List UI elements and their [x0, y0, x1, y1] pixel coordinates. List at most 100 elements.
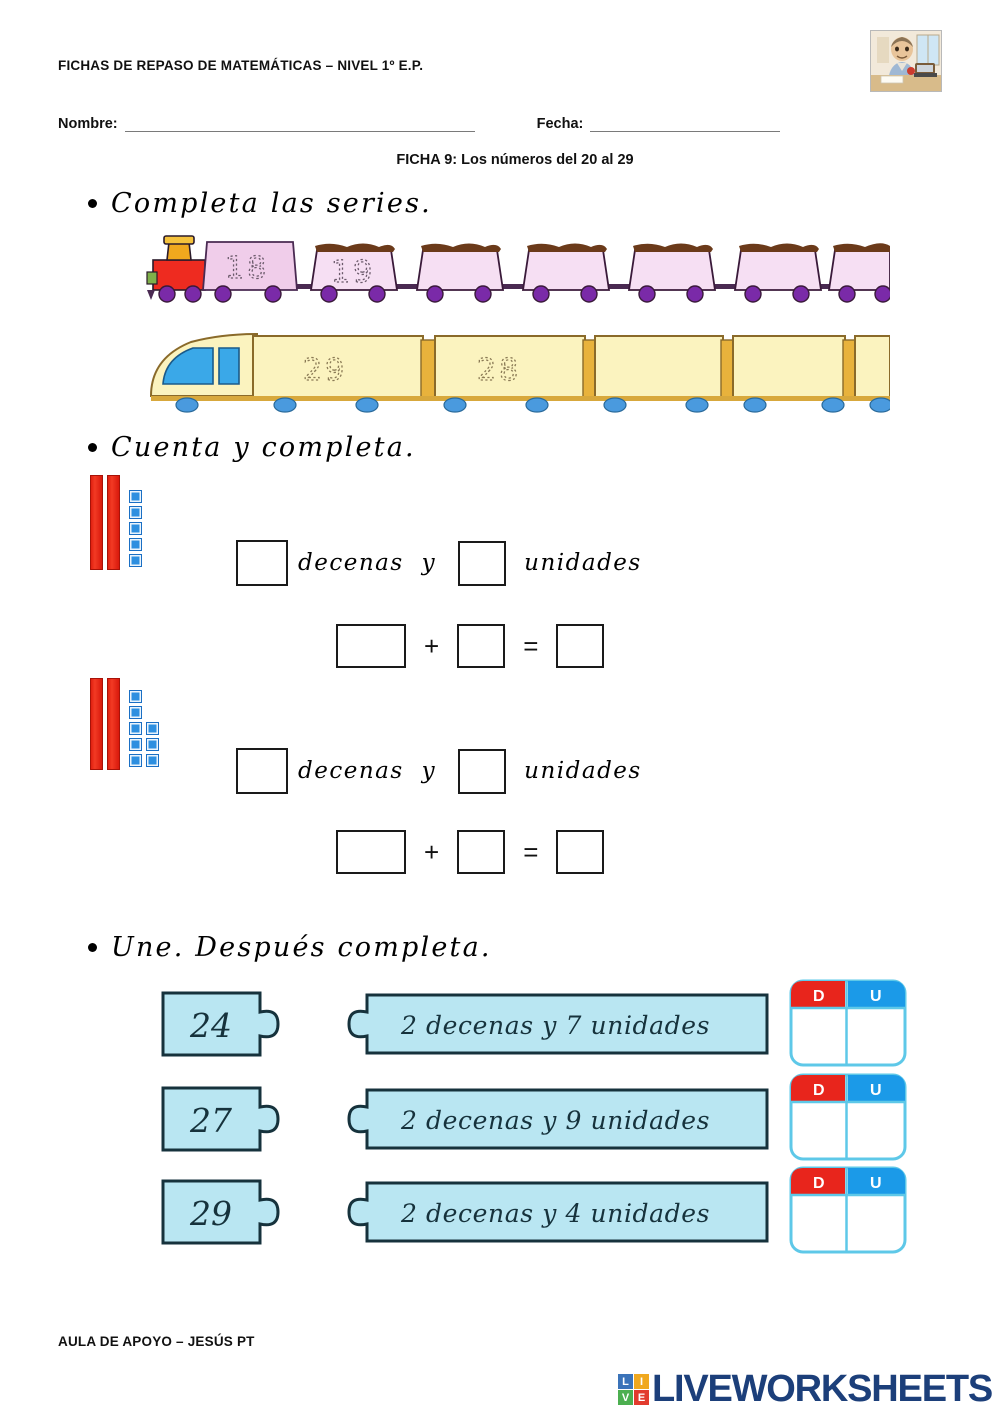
svg-text:28: 28: [477, 353, 521, 388]
u-header-2: U: [870, 1082, 882, 1099]
unit-cube: [129, 738, 143, 751]
and-label-1: y: [421, 550, 437, 576]
bullet-icon: [88, 443, 97, 452]
teacher-desk-thumbnail: [870, 30, 942, 92]
puzzle-number-piece-2[interactable]: 27: [160, 1085, 285, 1153]
header-title: FICHAS DE REPASO DE MATEMÁTICAS – NIVEL …: [58, 58, 424, 73]
bullet-icon: [88, 199, 97, 208]
liveworksheets-logo[interactable]: L I V E LIVEWORKSHEETS: [617, 1368, 993, 1411]
unit-cube: [129, 490, 143, 503]
puzzle-phrase-3-text: 2 decenas y 4 unidades: [400, 1199, 710, 1228]
decenas-label-1: decenas: [298, 550, 404, 576]
unit-cube: [129, 690, 143, 703]
instruction-2: Cuenta y completa.: [88, 432, 416, 463]
decenas-unidades-row-2: decenas y unidades: [236, 748, 642, 794]
unidades-label-2: unidades: [524, 758, 642, 784]
units-answer-box-1[interactable]: [458, 540, 507, 586]
svg-text:29: 29: [303, 353, 347, 388]
svg-text:18: 18: [225, 251, 269, 286]
name-label: Nombre:: [58, 116, 118, 132]
equals-sign-1: =: [523, 630, 539, 661]
puzzle-phrase-piece-3[interactable]: 2 decenas y 4 unidades: [345, 1180, 770, 1244]
decenas-label-2: decenas: [298, 758, 404, 784]
addend-1-box-1[interactable]: [336, 624, 406, 668]
result-box-1[interactable]: [556, 624, 605, 668]
puzzle-number-piece-3[interactable]: 29: [160, 1178, 285, 1246]
instruction-3-text: Une. Después completa.: [111, 932, 492, 963]
tens-rod: [107, 678, 120, 770]
puzzle-number-1-text: 24: [189, 1006, 232, 1045]
logo-wordmark: LIVEWORKSHEETS: [651, 1368, 993, 1410]
unit-cube: [129, 722, 143, 735]
instruction-1-text: Completa las series.: [111, 188, 432, 219]
plus-sign-1: +: [424, 630, 440, 661]
pink-train: 18 19: [145, 232, 890, 312]
unit-cube: [129, 522, 143, 535]
unit-cube: [146, 738, 160, 751]
instruction-1: Completa las series.: [88, 188, 432, 219]
tens-rods-group-1: [90, 475, 120, 570]
u-header-1: U: [870, 988, 882, 1005]
date-input[interactable]: [590, 117, 781, 132]
unit-cube: [129, 706, 143, 719]
unit-cube: [129, 754, 143, 767]
units-answer-box-2[interactable]: [458, 748, 507, 794]
tens-answer-box-1[interactable]: [236, 540, 288, 586]
place-value-table-1[interactable]: D U: [788, 978, 908, 1068]
puzzle-number-piece-1[interactable]: 24: [160, 990, 285, 1058]
unit-cubes-group-1: [129, 490, 143, 570]
logo-cell-l: L: [617, 1374, 633, 1389]
instruction-2-text: Cuenta y completa.: [111, 432, 416, 463]
puzzle-phrase-piece-1[interactable]: 2 decenas y 7 unidades: [345, 992, 770, 1056]
svg-text:19: 19: [331, 255, 375, 290]
equals-sign-2: =: [523, 836, 539, 867]
puzzle-number-3-text: 29: [189, 1194, 232, 1233]
d-header-3: D: [813, 1175, 825, 1192]
addend-2-box-2[interactable]: [457, 830, 506, 874]
date-label: Fecha:: [536, 116, 584, 132]
addend-2-box-1[interactable]: [457, 624, 506, 668]
base-ten-blocks-group-2: [90, 678, 160, 770]
addend-1-box-2[interactable]: [336, 830, 406, 874]
logo-cell-v: V: [617, 1390, 633, 1405]
equation-row-1: + =: [336, 624, 605, 668]
tens-rod: [107, 475, 120, 570]
unit-cube: [146, 722, 160, 735]
document-header: FICHAS DE REPASO DE MATEMÁTICAS – NIVEL …: [58, 58, 858, 73]
logo-grid-icon: L I V E: [617, 1374, 649, 1405]
instruction-3: Une. Después completa.: [88, 932, 492, 963]
tens-rods-group-2: [90, 678, 120, 770]
puzzle-phrase-piece-2[interactable]: 2 decenas y 9 unidades: [345, 1087, 770, 1151]
unidades-label-1: unidades: [524, 550, 642, 576]
worksheet-subtitle: FICHA 9: Los números del 20 al 29: [396, 152, 634, 168]
tens-rod: [90, 475, 103, 570]
name-input[interactable]: [124, 117, 475, 132]
footer-credit: AULA DE APOYO – JESÚS PT: [58, 1334, 255, 1349]
logo-cell-e: E: [633, 1390, 649, 1405]
tens-answer-box-2[interactable]: [236, 748, 288, 794]
decenas-unidades-row-1: decenas y unidades: [236, 540, 642, 586]
unit-cubes-group-2: [129, 690, 160, 770]
puzzle-phrase-2-text: 2 decenas y 9 unidades: [400, 1106, 710, 1135]
base-ten-blocks-group-1: [90, 475, 143, 570]
d-header-2: D: [813, 1082, 825, 1099]
result-box-2[interactable]: [556, 830, 605, 874]
bullet-icon: [88, 943, 97, 952]
unit-cube: [129, 538, 143, 551]
unit-cube: [129, 506, 143, 519]
unit-cube: [146, 754, 160, 767]
place-value-table-3[interactable]: D U: [788, 1165, 908, 1255]
d-header-1: D: [813, 988, 825, 1005]
name-date-row: Nombre: Fecha:: [58, 116, 948, 132]
u-header-3: U: [870, 1175, 882, 1192]
tens-rod: [90, 678, 103, 770]
unit-cube: [129, 554, 143, 567]
logo-cell-i: I: [633, 1374, 649, 1389]
plus-sign-2: +: [424, 836, 440, 867]
and-label-2: y: [421, 758, 437, 784]
puzzle-number-2-text: 27: [189, 1101, 232, 1140]
puzzle-phrase-1-text: 2 decenas y 7 unidades: [400, 1011, 710, 1040]
yellow-train: 29 28: [145, 328, 890, 416]
equation-row-2: + =: [336, 830, 605, 874]
place-value-table-2[interactable]: D U: [788, 1072, 908, 1162]
